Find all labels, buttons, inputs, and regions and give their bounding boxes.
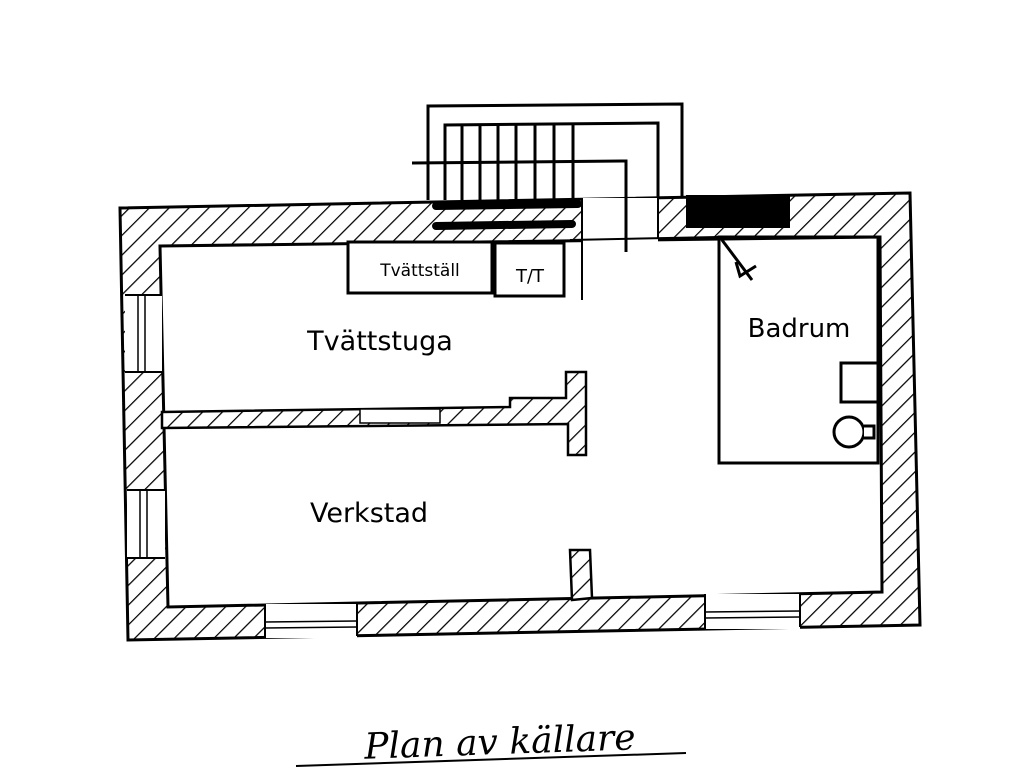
window-bottom-right [704,593,801,629]
room-label-bathroom: Badrum [748,314,851,344]
sink-box [346,240,494,295]
chimney-block [686,195,790,228]
dryer-box [493,241,566,298]
dryer-label: T/T [515,266,545,287]
toilet-icon [832,415,876,449]
stair-opening [582,198,658,244]
window-bottom-left [264,603,358,638]
bathroom-walls [717,235,880,465]
window-left-upper [125,294,162,373]
room-label-laundry: Tvättstuga [306,326,453,357]
door-swing-icon [720,239,757,281]
sink-label: Tvättställ [379,261,460,281]
window-left-lower [127,489,165,559]
interior-wall-opening [359,408,441,424]
room-label-workshop: Verkstad [310,498,428,529]
washbasin [839,361,880,404]
wall-stub-bottom [568,548,594,602]
staircase [411,102,684,252]
pipes [432,200,582,230]
title-underline [295,752,687,767]
